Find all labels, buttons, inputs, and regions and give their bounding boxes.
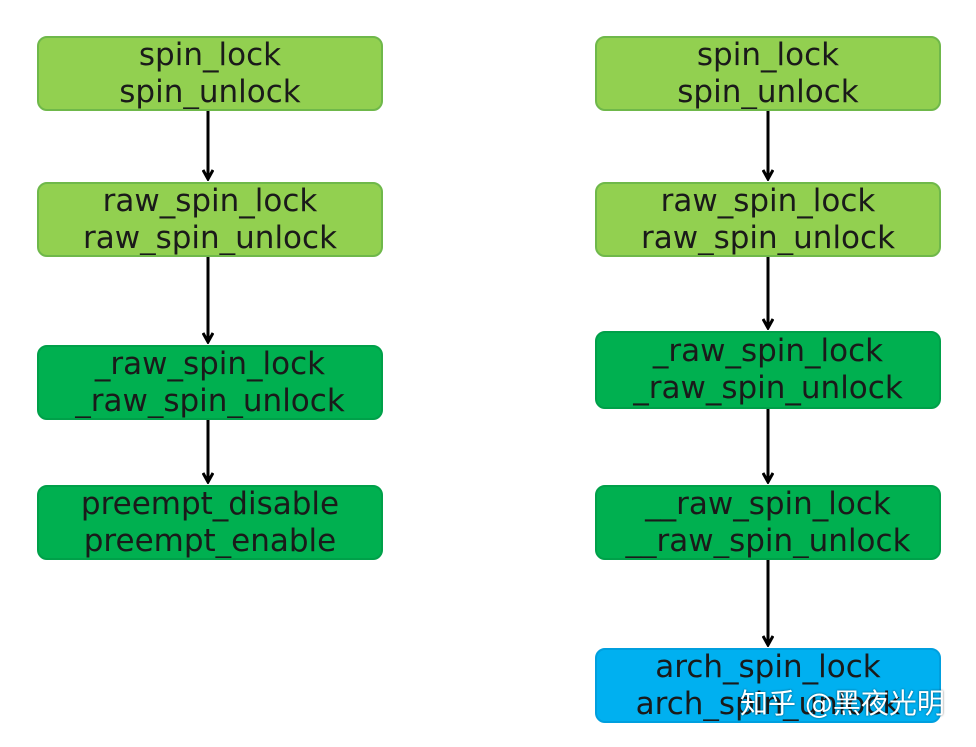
node-line: spin_lock	[138, 36, 282, 73]
node-line: spin_lock	[696, 36, 840, 73]
left-node-underscore-raw-spin-lock: _raw_spin_lock _raw_spin_unlock	[37, 345, 383, 420]
node-line: _raw_spin_unlock	[633, 370, 903, 406]
left-node-raw-spin-lock: raw_spin_lock raw_spin_unlock	[37, 182, 383, 257]
node-line: raw_spin_lock	[660, 182, 876, 219]
left-node-preempt: preempt_disable preempt_enable	[37, 485, 383, 560]
watermark: 知乎 @黑夜光明	[740, 687, 945, 720]
node-line: _raw_spin_unlock	[75, 382, 345, 419]
right-node-underscore-raw-spin-lock: _raw_spin_lock _raw_spin_unlock	[595, 331, 941, 409]
node-line: _raw_spin_lock	[94, 345, 326, 382]
node-line: raw_spin_unlock	[82, 219, 338, 256]
right-node-double-underscore-raw-spin-lock: __raw_spin_lock __raw_spin_unlock	[595, 485, 941, 560]
node-line: preempt_disable	[80, 485, 340, 522]
node-line: preempt_enable	[83, 522, 337, 559]
node-line: raw_spin_lock	[102, 182, 318, 219]
node-line: spin_unlock	[677, 73, 859, 110]
right-node-arch-spin-lock: arch_spin_lock arch_spin_unlock	[595, 648, 941, 723]
node-line: arch_spin_lock	[655, 648, 881, 685]
left-node-spin-lock: spin_lock spin_unlock	[37, 36, 383, 111]
node-line: _raw_spin_lock	[652, 333, 884, 369]
node-line: raw_spin_unlock	[640, 219, 896, 256]
node-line: arch_spin_unlock	[635, 685, 901, 722]
node-line: __raw_spin_lock	[645, 485, 891, 522]
right-node-raw-spin-lock: raw_spin_lock raw_spin_unlock	[595, 182, 941, 257]
node-line: __raw_spin_unlock	[625, 522, 911, 559]
node-line: spin_unlock	[119, 73, 301, 110]
right-node-spin-lock: spin_lock spin_unlock	[595, 36, 941, 111]
